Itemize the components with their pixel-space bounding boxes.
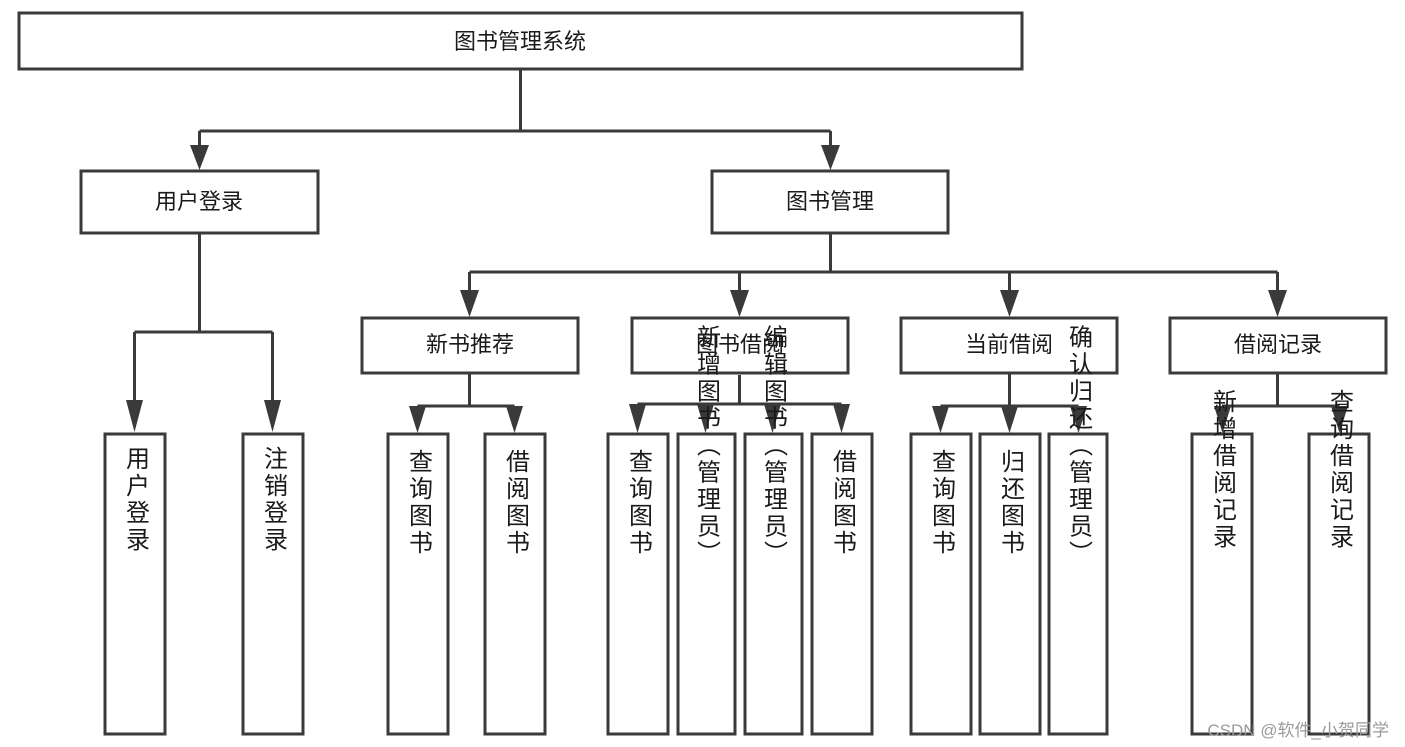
- arrow-to-leaf-return-book: [1001, 406, 1018, 433]
- leaf-query-book-2-label: 查询图书: [625, 449, 653, 557]
- leaf-query-book-1[interactable]: 查询图书: [386, 432, 450, 736]
- leaf-borrow-book-1[interactable]: 借阅图书: [483, 432, 547, 736]
- node-current-borrow-label: 当前借阅: [965, 332, 1053, 357]
- leaf-borrow-book-1-label: 借阅图书: [502, 449, 530, 557]
- leaf-user-login[interactable]: 用户登录: [103, 432, 167, 736]
- node-user-login-label: 用户登录: [155, 189, 243, 214]
- arrow-to-current-borrow: [1000, 290, 1019, 317]
- leaf-user-login-label: 用户登录: [122, 446, 150, 554]
- leaf-borrow-book-1-box[interactable]: [483, 432, 547, 736]
- arrow-to-leaf-borrow-book-2: [833, 404, 850, 433]
- node-borrow-record[interactable]: 借阅记录: [1168, 316, 1388, 375]
- leaf-logout-label: 注销登录: [260, 446, 288, 554]
- arrow-to-leaf-edit-book: [764, 404, 781, 433]
- leaf-query-book-1-label: 查询图书: [405, 449, 433, 557]
- leaf-add-borrow-record[interactable]: 新增借阅记录: [1190, 389, 1254, 736]
- node-user-login[interactable]: 用户登录: [79, 169, 320, 235]
- node-borrow-record-box[interactable]: [1168, 316, 1388, 375]
- node-root-box[interactable]: [17, 11, 1024, 71]
- arrow-to-book-borrow: [730, 290, 749, 317]
- arrow-to-book-mgmt: [821, 145, 840, 170]
- leaf-add-book-admin-box[interactable]: [676, 432, 737, 736]
- leaf-query-borrow-record-box[interactable]: [1307, 432, 1371, 736]
- leaf-query-borrow-record[interactable]: 查询借阅记录: [1307, 389, 1371, 736]
- arrow-to-leaf-borrow-book-1: [506, 406, 523, 433]
- leaf-borrow-book-2-label: 借阅图书: [829, 449, 857, 557]
- arrow-to-leaf-user-login: [126, 400, 143, 432]
- leaf-edit-book-admin-label: 编辑图书（管理员）: [760, 325, 788, 568]
- arrow-to-leaf-logout: [264, 400, 281, 432]
- node-root-label: 图书管理系统: [454, 29, 586, 54]
- arrow-to-leaf-query-book-1: [409, 406, 426, 433]
- leaf-query-borrow-record-label: 查询借阅记录: [1326, 389, 1354, 551]
- arrow-to-leaf-query-book-3: [932, 406, 949, 433]
- leaf-query-book-1-box[interactable]: [386, 432, 450, 736]
- node-book-borrow-label: 图书借阅: [696, 332, 784, 357]
- node-book-borrow[interactable]: 图书借阅: [630, 316, 850, 375]
- arrow-to-user-login: [190, 145, 209, 170]
- node-borrow-record-label: 借阅记录: [1234, 332, 1322, 357]
- node-book-borrow-box[interactable]: [630, 316, 850, 375]
- node-book-management-box[interactable]: [710, 169, 950, 235]
- node-book-management-label: 图书管理: [786, 189, 874, 214]
- leaf-confirm-return-admin-box[interactable]: [1047, 432, 1109, 736]
- leaf-query-book-3-label: 查询图书: [928, 449, 956, 557]
- node-new-book-recommend[interactable]: 新书推荐: [360, 316, 580, 375]
- leaf-confirm-return-admin-label: 确认归还（管理员）: [1065, 325, 1093, 568]
- leaf-query-book-2[interactable]: 查询图书: [606, 432, 670, 736]
- leaf-return-book-box[interactable]: [978, 432, 1042, 736]
- leaf-confirm-return-admin[interactable]: 确认归还（管理员）: [1047, 325, 1109, 736]
- leaf-add-borrow-record-box[interactable]: [1190, 432, 1254, 736]
- arrow-to-new-book-rec: [460, 290, 479, 317]
- leaf-add-book-admin-label: 新增图书（管理员）: [693, 325, 721, 568]
- connector-layer: [126, 69, 1348, 433]
- leaf-return-book-label: 归还图书: [997, 449, 1025, 557]
- leaf-logout[interactable]: 注销登录: [241, 432, 305, 736]
- arrow-to-leaf-add-book: [697, 404, 714, 433]
- node-book-management[interactable]: 图书管理: [710, 169, 950, 235]
- leaf-add-borrow-record-label: 新增借阅记录: [1209, 389, 1237, 551]
- csdn-watermark: CSDN @软件_小贺同学: [1207, 721, 1389, 740]
- arrow-to-leaf-add-record: [1214, 406, 1231, 433]
- leaf-return-book[interactable]: 归还图书: [978, 432, 1042, 736]
- leaf-edit-book-admin-box[interactable]: [743, 432, 804, 736]
- arrow-to-leaf-query-record: [1331, 406, 1348, 433]
- leaf-add-book-admin[interactable]: 新增图书（管理员）: [676, 325, 737, 736]
- leaf-borrow-book-2-box[interactable]: [810, 432, 874, 736]
- leaf-edit-book-admin[interactable]: 编辑图书（管理员）: [743, 325, 804, 736]
- node-new-book-recommend-label: 新书推荐: [426, 332, 514, 357]
- leaf-query-book-3[interactable]: 查询图书: [909, 432, 973, 736]
- arrow-to-leaf-query-book-2: [629, 404, 646, 433]
- node-current-borrow-box[interactable]: [899, 316, 1119, 375]
- arrow-to-leaf-confirm-return: [1070, 406, 1087, 433]
- leaf-borrow-book-2[interactable]: 借阅图书: [810, 432, 874, 736]
- node-root-book-management-system[interactable]: 图书管理系统: [17, 11, 1024, 71]
- leaf-query-book-3-box[interactable]: [909, 432, 973, 736]
- node-current-borrow[interactable]: 当前借阅: [899, 316, 1119, 375]
- node-new-book-recommend-box[interactable]: [360, 316, 580, 375]
- node-user-login-box[interactable]: [79, 169, 320, 235]
- leaf-query-book-2-box[interactable]: [606, 432, 670, 736]
- leaf-user-login-box[interactable]: [103, 432, 167, 736]
- leaf-logout-box[interactable]: [241, 432, 305, 736]
- arrow-to-borrow-record: [1268, 290, 1287, 317]
